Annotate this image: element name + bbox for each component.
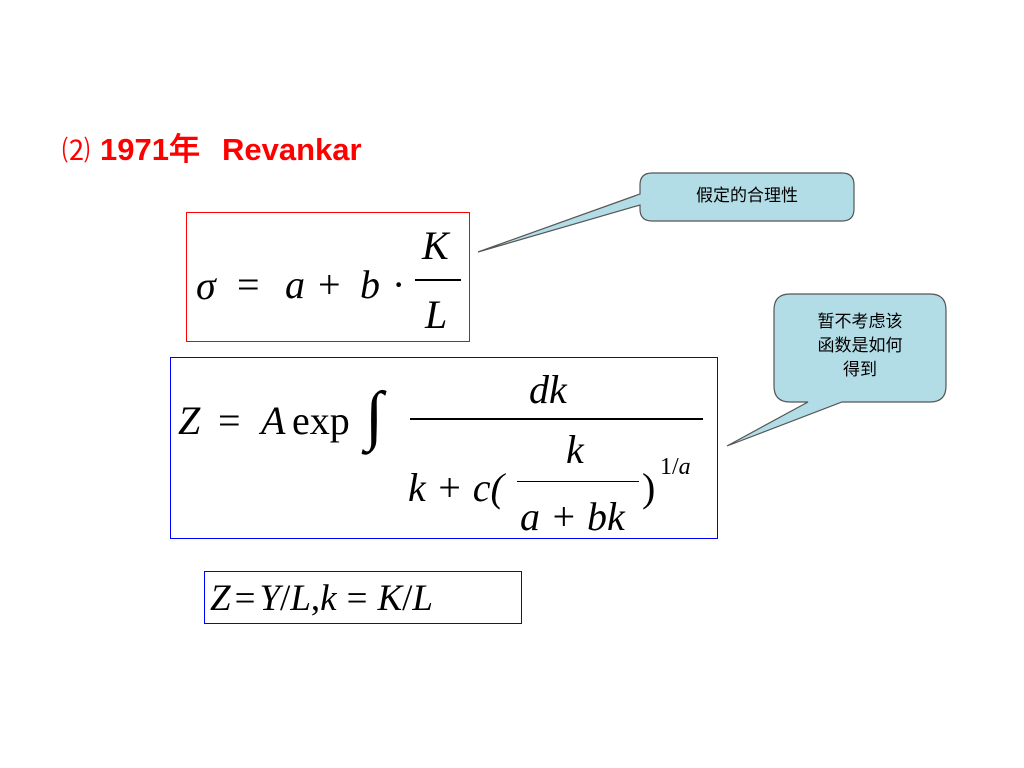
callout-right-line: 暂不考虑该 xyxy=(817,312,903,332)
def-L2: L xyxy=(412,578,433,619)
slide-heading: ⑵ 1971年 Revankar xyxy=(62,124,362,169)
def-L1: L xyxy=(290,578,311,619)
callout-top-text: 假定的合理性 xyxy=(696,186,798,206)
callout-right-line: 函数是如何 xyxy=(817,336,903,356)
definitions-formula: Z=Y/L,k=K/L xyxy=(210,580,433,617)
exponent-a: a xyxy=(678,454,691,480)
def-k: k xyxy=(320,578,337,619)
callout-right-shape xyxy=(726,293,947,447)
math-denominator-L: L xyxy=(425,292,448,337)
def-comma: , xyxy=(310,578,321,619)
math-numerator-K: K xyxy=(422,223,449,268)
def-slash1: / xyxy=(280,578,291,619)
math-dot: · xyxy=(392,262,406,307)
fraction-bar xyxy=(415,279,461,281)
math-equals: = xyxy=(237,262,260,307)
item-marker: ⑵ xyxy=(62,135,91,166)
heading-year: 1971年 xyxy=(100,132,200,167)
math-k-plus-c: k + c( xyxy=(408,465,504,510)
math-dk: dk xyxy=(529,367,567,412)
formula-box-sigma xyxy=(186,212,470,342)
math-integral: ∫ xyxy=(365,379,384,452)
formula-box-integral xyxy=(170,357,718,539)
def-Y: Y xyxy=(259,578,281,619)
math-inner-k: k xyxy=(566,427,584,472)
formula-box-definitions xyxy=(204,571,522,624)
exponent-1: 1 xyxy=(660,454,672,480)
def-K: K xyxy=(377,578,403,619)
callout-top-shape xyxy=(477,172,855,253)
math-plus: + xyxy=(318,262,341,307)
inner-fraction-bar xyxy=(517,481,639,482)
math-A: A xyxy=(261,398,286,443)
math-Z: Z xyxy=(178,398,201,443)
math-close-paren: ) xyxy=(642,465,656,510)
math-sigma: σ xyxy=(196,263,216,308)
math-b: b xyxy=(360,262,380,307)
def-eq1: = xyxy=(234,578,256,619)
def-slash2: / xyxy=(402,578,413,619)
math-a: a xyxy=(285,262,305,307)
def-eq2: = xyxy=(346,578,368,619)
exponent-slash: / xyxy=(672,454,679,480)
math-exponent: 1/a xyxy=(660,455,691,479)
math-exp: exp xyxy=(292,398,350,443)
heading-author: Revankar xyxy=(221,132,362,167)
main-fraction-bar xyxy=(410,418,703,420)
math-a-plus-bk: a + bk xyxy=(520,494,625,539)
math-equals: = xyxy=(218,398,241,443)
def-Z: Z xyxy=(210,578,231,619)
callout-right-text: 暂不考虑该 函数是如何 得到 xyxy=(774,310,946,382)
callout-right-line: 得到 xyxy=(843,360,877,380)
